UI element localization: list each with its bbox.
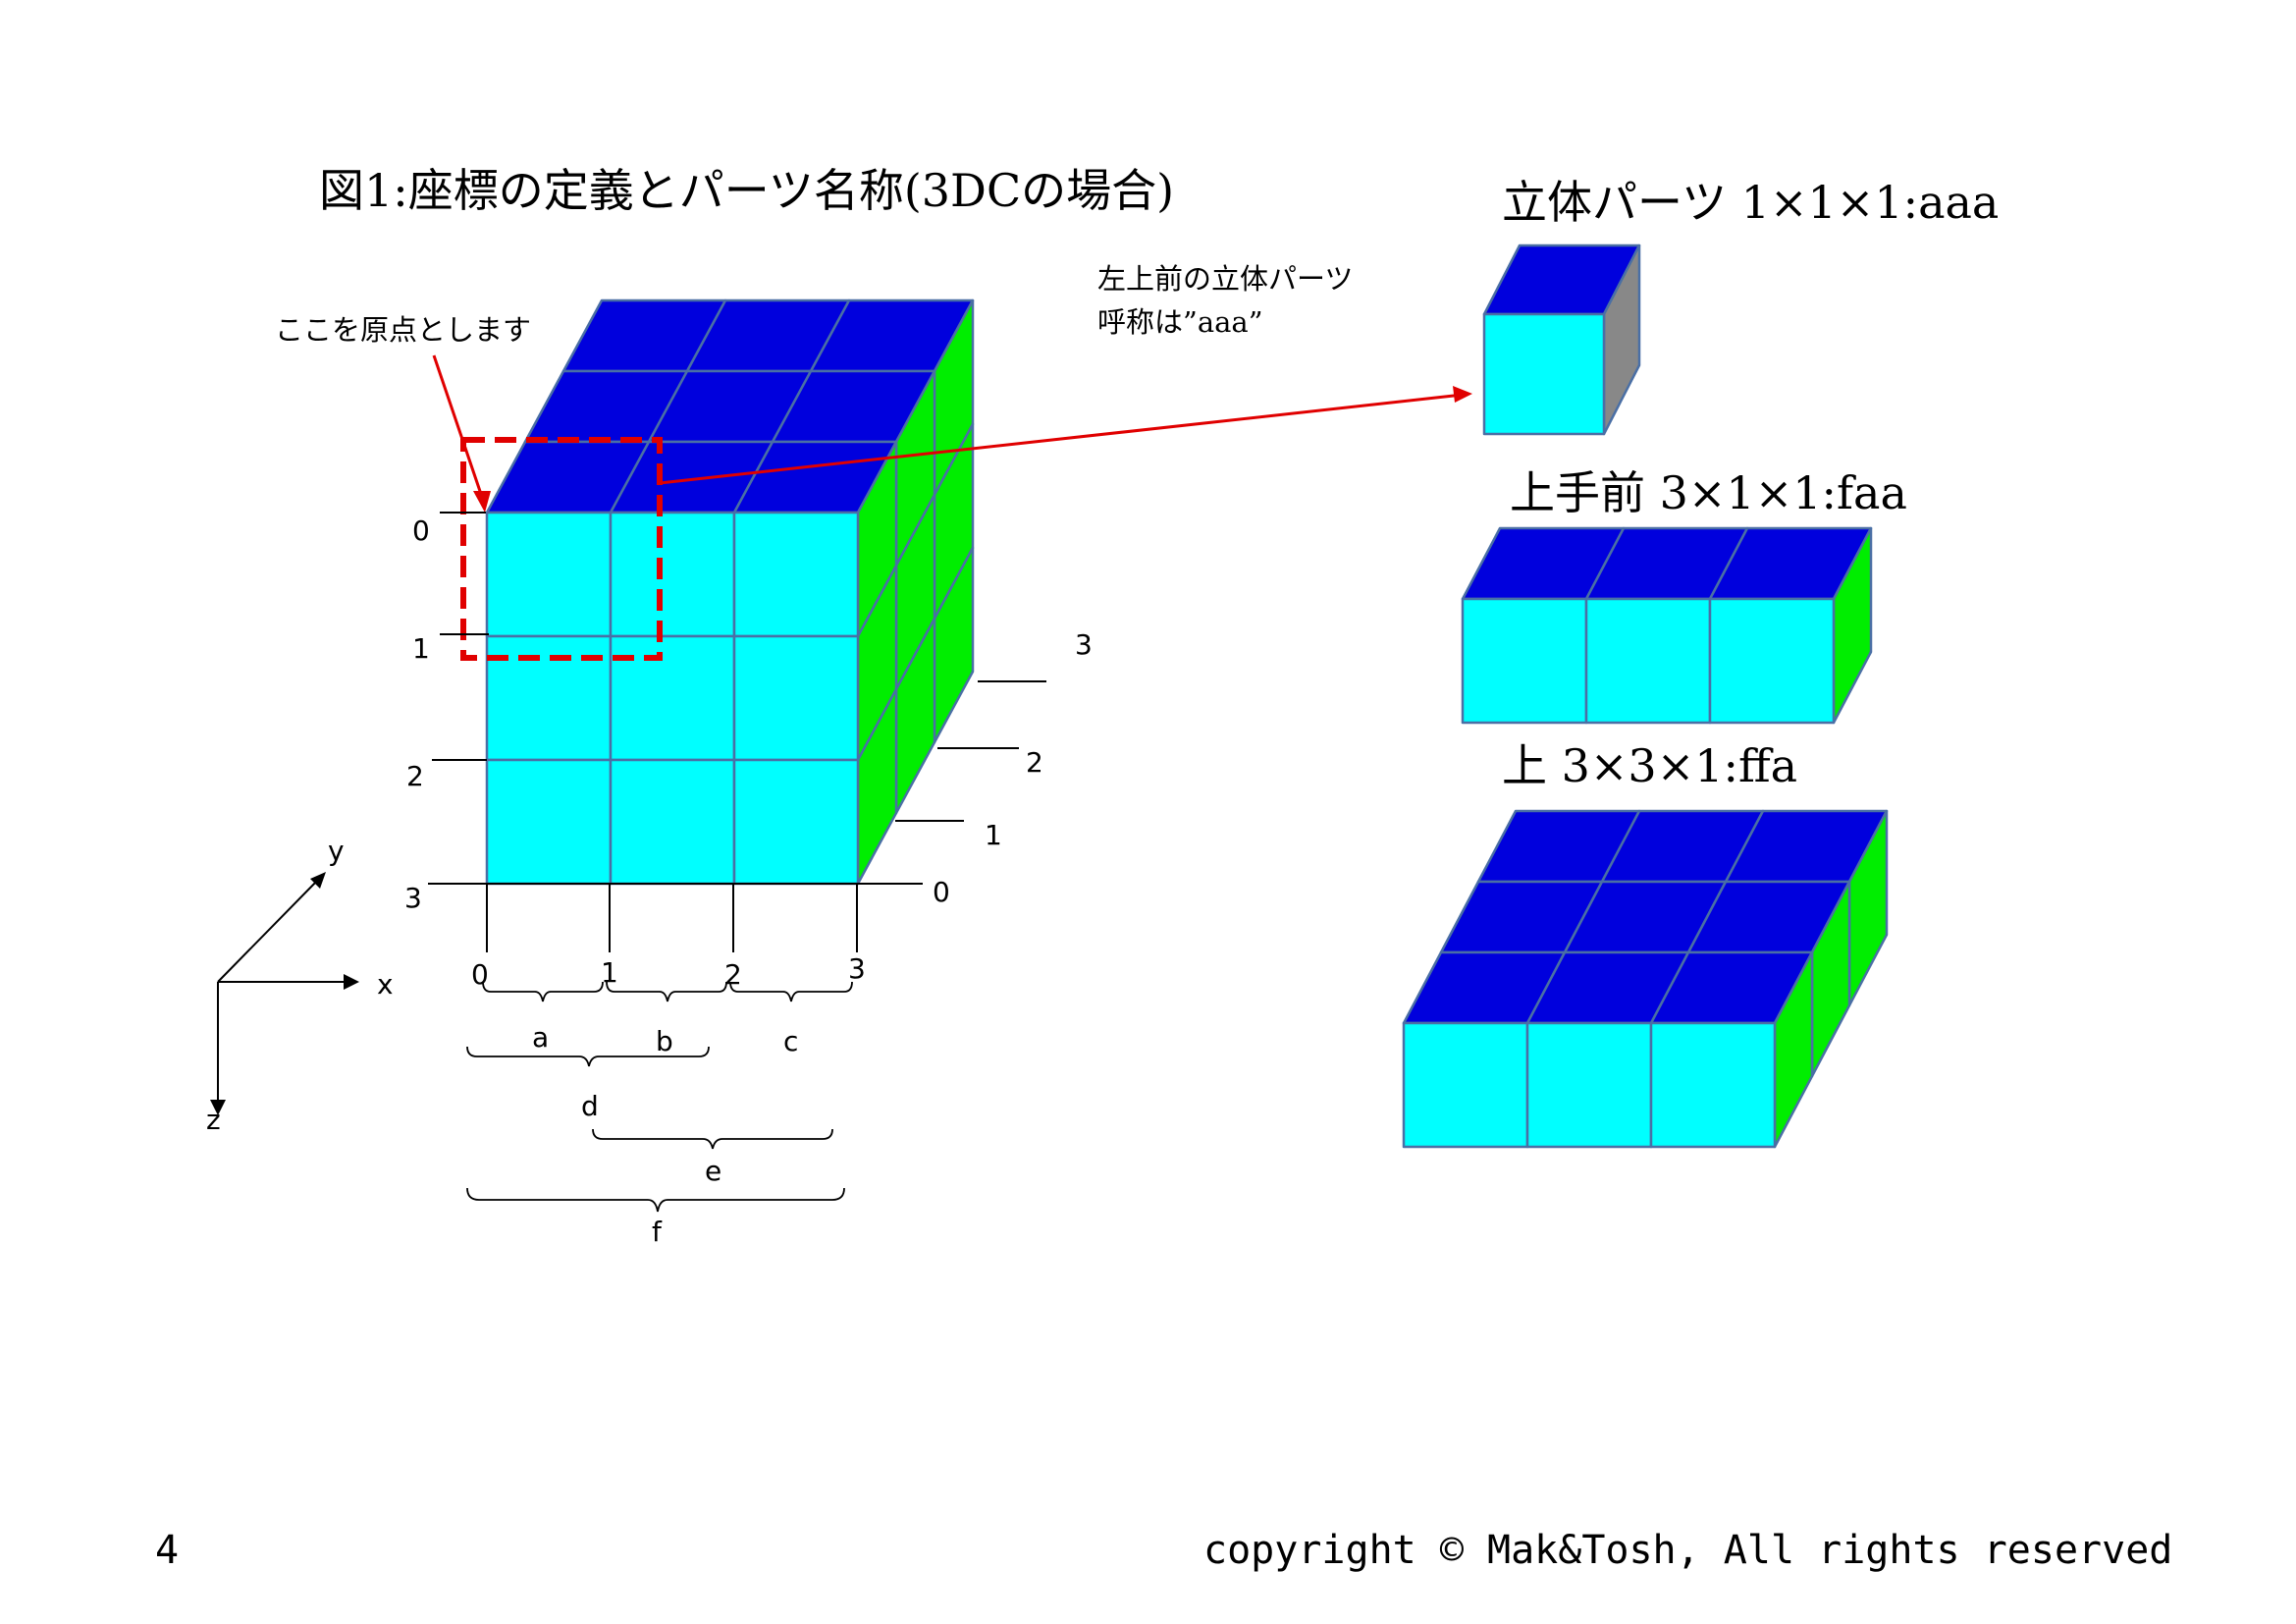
- origin-arrow-head: [473, 491, 491, 513]
- brace-b: [606, 981, 727, 1002]
- cube-front-face: [609, 511, 736, 638]
- brace-d: [466, 1046, 710, 1067]
- col-label-2: 2: [724, 958, 742, 991]
- row-label-3: 3: [404, 882, 422, 914]
- cube-front-face: [485, 758, 613, 886]
- depth-label-1: 1: [985, 819, 1002, 851]
- brace-f: [466, 1187, 845, 1213]
- depth-label-3: 3: [1075, 628, 1093, 661]
- row-label-1: 1: [412, 632, 430, 665]
- row-label-2: 2: [406, 760, 424, 792]
- brace-label-d: d: [581, 1090, 599, 1122]
- cube-front-face: [1525, 1021, 1653, 1149]
- axis-y-label: y: [328, 835, 345, 867]
- origin-note: ここを原点とします: [275, 313, 531, 347]
- cube-front-face: [609, 758, 736, 886]
- cube-front-face: [1482, 312, 1606, 436]
- depth-label-0: 0: [933, 876, 950, 908]
- origin-highlight-box: [460, 437, 663, 661]
- axes-indicator: [210, 872, 359, 1115]
- brace-label-a: a: [532, 1021, 549, 1054]
- brace-label-f: f: [652, 1216, 663, 1248]
- callout-line1: 左上前の立体パーツ: [1097, 262, 1353, 296]
- axis-z-label: z: [206, 1104, 221, 1136]
- cube-front-face: [732, 511, 860, 638]
- cube-front-face: [732, 758, 860, 886]
- col-label-3: 3: [848, 952, 866, 985]
- col-label-0: 0: [471, 958, 489, 991]
- col-label-1: 1: [601, 956, 618, 989]
- page-number: 4: [155, 1528, 179, 1573]
- copyright: copyright © Mak&Tosh, All rights reserve…: [1203, 1528, 2172, 1573]
- brace-label-e: e: [705, 1155, 721, 1187]
- callout-arrow-head: [1453, 386, 1472, 403]
- depth-label-2: 2: [1026, 746, 1043, 779]
- row-label-0: 0: [412, 514, 430, 547]
- cube-front-face: [485, 511, 613, 638]
- main-cube-3x3x3: [485, 298, 975, 886]
- part-label-ffa: 上 3×3×1:ffa: [1502, 739, 1797, 792]
- cube-front-face: [1649, 1021, 1777, 1149]
- brace-a: [482, 981, 604, 1002]
- part-cube-faa: [1461, 526, 1873, 725]
- axis-x-label: x: [377, 968, 394, 1001]
- page-title: 図1:座標の定義とパーツ名称(3DCの場合): [319, 164, 1174, 217]
- part-label-aaa: 立体パーツ 1×1×1:aaa: [1502, 176, 1999, 229]
- part-cube-ffa: [1402, 809, 1889, 1149]
- cube-front-face: [1402, 1021, 1529, 1149]
- cube-front-face: [1461, 597, 1588, 725]
- cube-front-face: [485, 634, 613, 762]
- cube-front-face: [1584, 597, 1712, 725]
- cube-front-face: [732, 634, 860, 762]
- origin-arrow: [432, 354, 487, 507]
- cube-front-face: [609, 634, 736, 762]
- cube-front-face: [1708, 597, 1836, 725]
- callout-line2: 呼称は”aaa”: [1097, 305, 1263, 339]
- callout-arrow: [659, 393, 1464, 485]
- part-cube-aaa: [1482, 244, 1641, 436]
- brace-label-b: b: [656, 1025, 673, 1057]
- brace-c: [729, 981, 853, 1002]
- part-label-faa: 上手前 3×1×1:faa: [1510, 466, 1907, 519]
- brace-e: [592, 1128, 833, 1150]
- brace-label-c: c: [783, 1025, 798, 1057]
